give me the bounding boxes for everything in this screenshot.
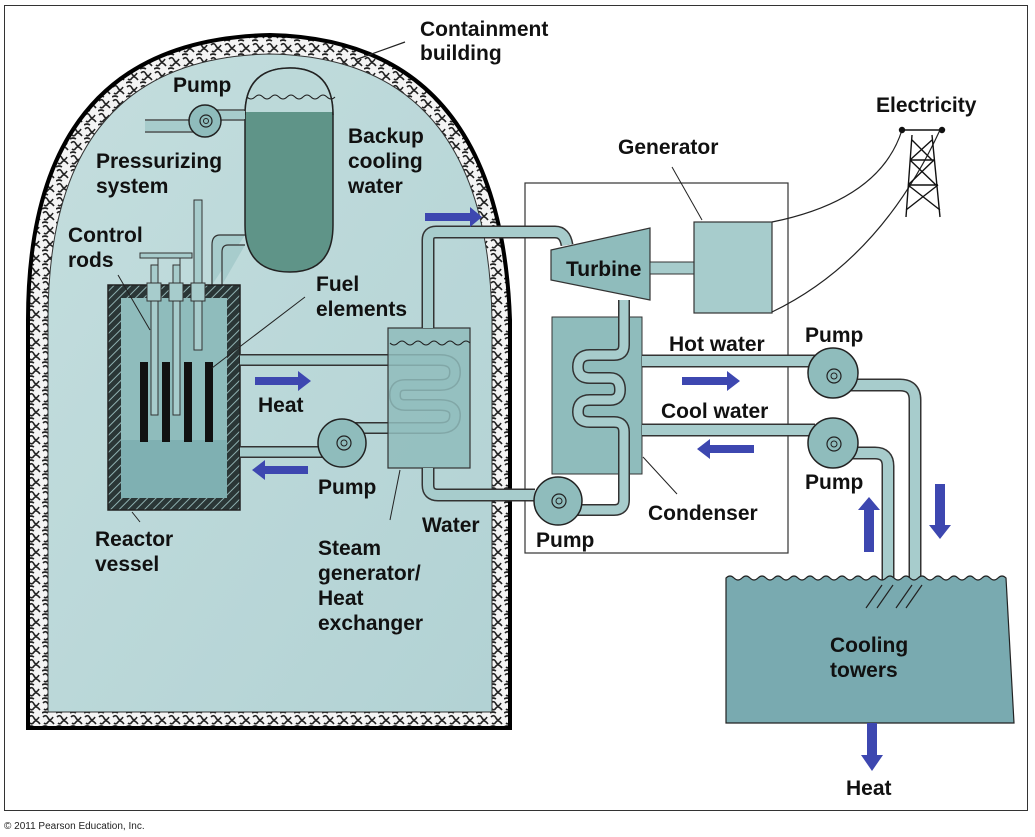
label-cool-water: Cool water (661, 400, 768, 423)
label-pump-top: Pump (173, 74, 231, 97)
label-pressurizing-1: Pressurizing (96, 150, 222, 173)
power-pylon-icon (898, 126, 946, 218)
arrow-right-icon (425, 207, 482, 227)
arrow-left-icon (697, 439, 754, 459)
label-steam-gen-4: exchanger (318, 612, 423, 635)
label-backup-3: water (347, 175, 403, 198)
label-control-rods-1: Control (68, 224, 143, 247)
flow-arrows (252, 207, 951, 771)
arrow-left-icon (252, 460, 308, 480)
label-backup-2: cooling (348, 150, 423, 173)
label-water: Water (422, 514, 480, 537)
cooling-towers-pool (725, 575, 1015, 724)
fuel-element (162, 362, 170, 442)
label-containment-2: building (420, 42, 502, 65)
label-backup-1: Backup (348, 125, 424, 148)
copyright-notice: © 2011 Pearson Education, Inc. (4, 821, 145, 832)
label-generator: Generator (618, 136, 718, 159)
steam-generator (387, 327, 471, 469)
control-rod (193, 199, 203, 351)
label-pressurizing-2: system (96, 175, 168, 198)
fuel-element (140, 362, 148, 442)
turbine (550, 227, 651, 301)
label-steam-gen-3: Heat (318, 587, 364, 610)
pump-pressurizer (188, 104, 222, 138)
containment-leader-line (354, 41, 406, 61)
label-condenser: Condenser (648, 502, 758, 525)
label-reactor-2: vessel (95, 553, 159, 576)
reactor-vessel (107, 199, 241, 511)
label-control-rods-2: rods (68, 249, 114, 272)
label-reactor-1: Reactor (95, 528, 173, 551)
generator (693, 221, 773, 314)
label-pump-hot: Pump (805, 324, 863, 347)
control-rod (150, 264, 159, 416)
backup-cooling-tank (244, 67, 336, 273)
label-fuel-1: Fuel (316, 273, 359, 296)
label-heat-primary: Heat (258, 394, 304, 417)
pump-cool-water (807, 417, 859, 469)
label-pump-cool: Pump (805, 471, 863, 494)
pump-feed (533, 476, 583, 526)
arrow-down-icon (929, 484, 951, 539)
label-pump-primary: Pump (318, 476, 376, 499)
label-heat-out: Heat (846, 777, 892, 800)
label-hot-water: Hot water (669, 333, 765, 356)
label-steam-gen-2: generator/ (318, 562, 421, 585)
control-rod (172, 264, 181, 416)
pump-primary (317, 418, 367, 468)
label-cooling-1: Cooling (830, 634, 908, 657)
turbine-hall-box (524, 182, 789, 554)
fuel-element (205, 362, 213, 442)
arrow-up-icon (858, 497, 880, 552)
arrow-right-icon (682, 371, 740, 391)
label-fuel-2: elements (316, 298, 407, 321)
pump-hot-water (807, 347, 859, 399)
label-containment-1: Containment (420, 18, 548, 41)
label-steam-gen-1: Steam (318, 537, 381, 560)
arrow-down-icon (861, 723, 883, 771)
label-electricity: Electricity (876, 94, 977, 117)
label-cooling-2: towers (830, 659, 898, 682)
diagram-frame (4, 5, 1028, 811)
label-turbine: Turbine (566, 258, 641, 281)
arrow-right-icon (255, 371, 311, 391)
label-pump-feed: Pump (536, 529, 594, 552)
fuel-element (184, 362, 192, 442)
